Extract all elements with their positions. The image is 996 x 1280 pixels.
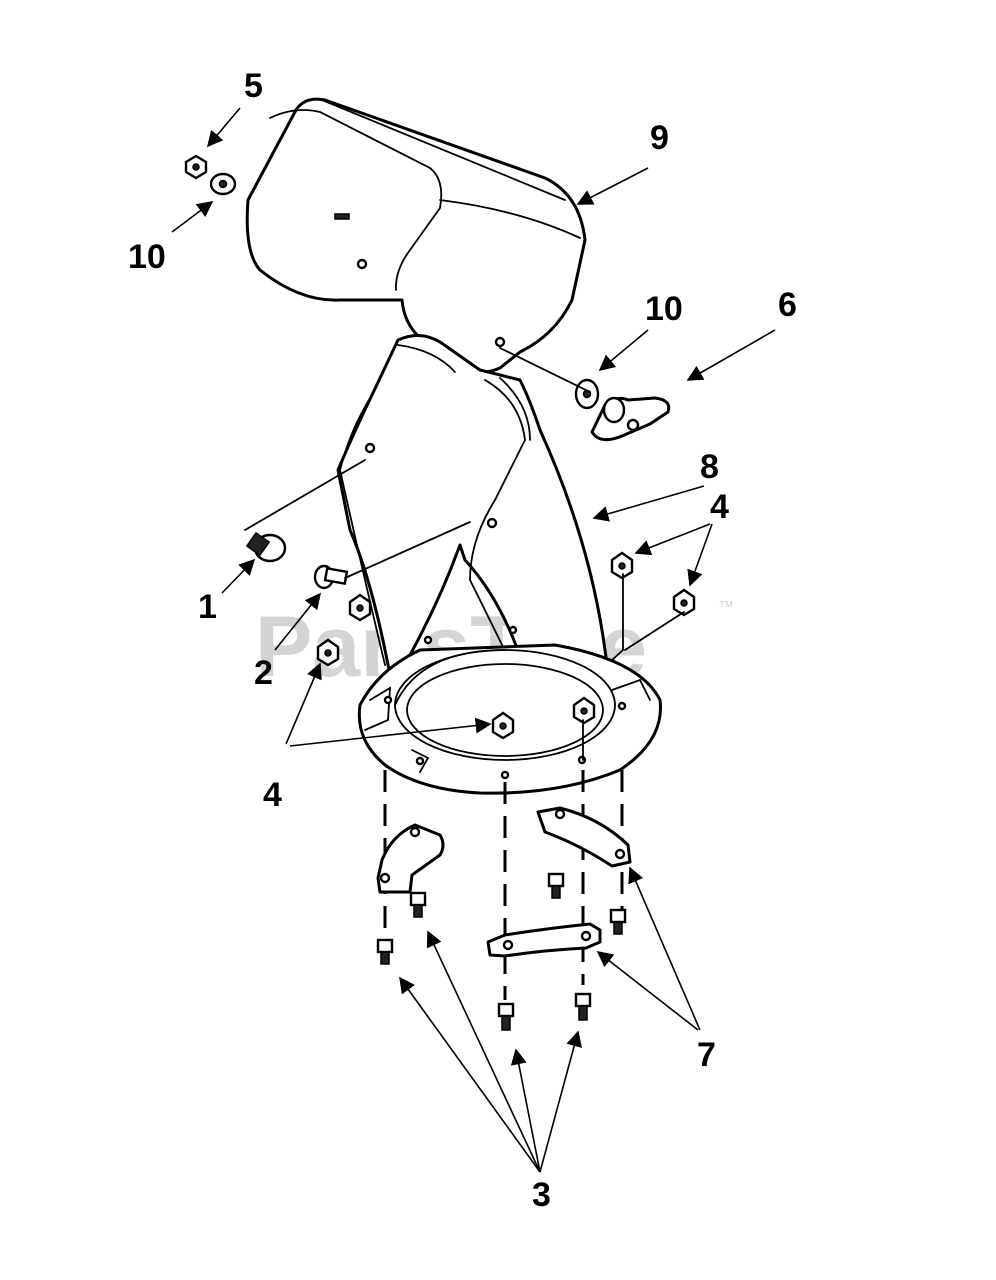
part-4-nut-3 [348,593,372,622]
part-3-screw-6 [574,992,592,1021]
part-6-knob [590,396,671,442]
callout-5: 5 [244,67,263,105]
part-3-screw-3 [547,872,565,899]
part-4-nut-6 [572,696,596,725]
part-7-clip-right [536,806,632,868]
part-3-screw-2 [409,891,427,918]
part-4-nut-1 [610,551,634,580]
leader-lines [171,107,776,1173]
callout-4-upper: 4 [710,488,729,526]
callout-10-right: 10 [645,290,683,328]
part-5-nut [184,154,208,180]
part-4-nut-2 [672,588,696,617]
part-3-screw-1 [376,938,394,965]
callout-9: 9 [650,119,669,157]
callout-labels: 5 9 10 10 6 8 4 1 2 4 7 3 [128,67,797,1214]
callout-1: 1 [198,588,217,626]
deflector-slot [334,213,350,220]
callout-7: 7 [697,1036,716,1074]
deflector-hole-left [356,258,368,270]
part-4-nut-5 [491,711,515,740]
part-2-bolt [313,564,349,590]
chute-deflector [245,97,587,374]
callout-4-lower: 4 [263,776,282,814]
callout-6: 6 [778,286,797,324]
callout-2: 2 [254,654,273,692]
deflector-hole-right [494,336,506,348]
part-4-nut-4 [316,638,340,667]
part-7-clip-left [376,823,445,894]
callout-10-left: 10 [128,238,166,276]
part-3-screw-5 [497,1002,515,1031]
part-10-washer-left [209,172,237,196]
watermark-trademark: ™ [718,599,734,616]
callout-3: 3 [532,1176,551,1214]
part-7-clip-bottom [486,922,602,958]
callout-8: 8 [700,448,719,486]
bolt-1-axis [244,459,366,531]
part-10-washer-right [574,378,600,410]
part-3-screw-4 [609,908,627,935]
bolt-2-axis [344,521,471,579]
washer-axis [499,347,591,393]
part-1-bolt [245,531,287,563]
